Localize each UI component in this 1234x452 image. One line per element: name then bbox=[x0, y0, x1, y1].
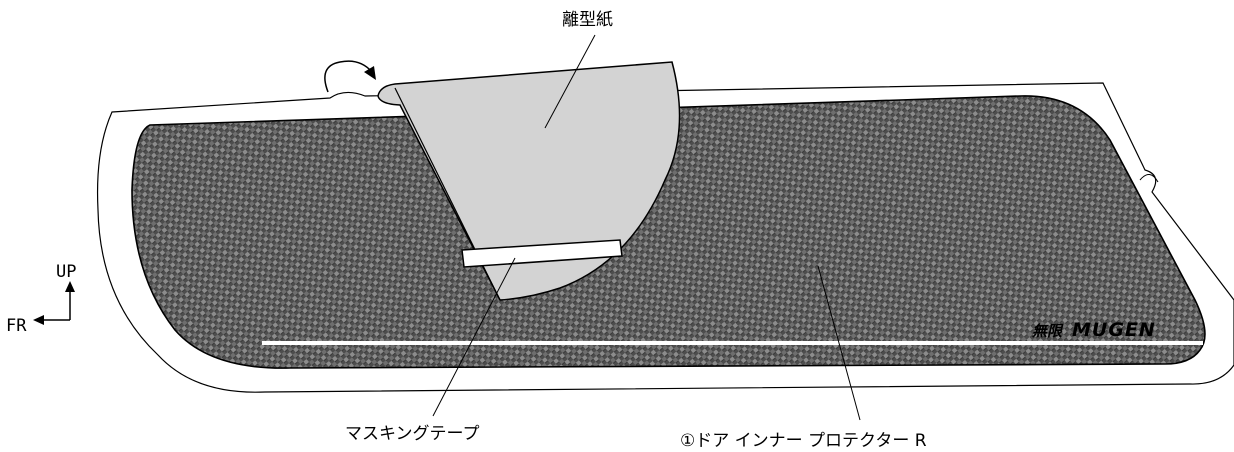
direction-front-label: FR bbox=[6, 316, 27, 336]
release-paper-label: 離型紙 bbox=[562, 10, 613, 30]
front-arrow-icon bbox=[33, 315, 44, 325]
part-name-label: ①ドア インナー プロテクター R bbox=[680, 431, 927, 451]
direction-up-label: UP bbox=[56, 262, 76, 282]
mugen-logo-jp: 無限 bbox=[1031, 322, 1064, 340]
peel-arrow-icon bbox=[324, 60, 373, 93]
up-arrow-icon bbox=[65, 281, 75, 292]
peel-arrow-head-icon bbox=[364, 66, 376, 80]
leader-masking-tape bbox=[432, 257, 516, 417]
protector-film bbox=[131, 95, 1206, 369]
panel-notch bbox=[1139, 174, 1159, 183]
leader-release-paper bbox=[544, 34, 596, 129]
masking-tape-label: マスキングテープ bbox=[345, 424, 479, 444]
mugen-logo: MUGEN bbox=[1072, 319, 1156, 341]
leader-part-name bbox=[817, 265, 861, 421]
masking-tape bbox=[461, 239, 623, 268]
